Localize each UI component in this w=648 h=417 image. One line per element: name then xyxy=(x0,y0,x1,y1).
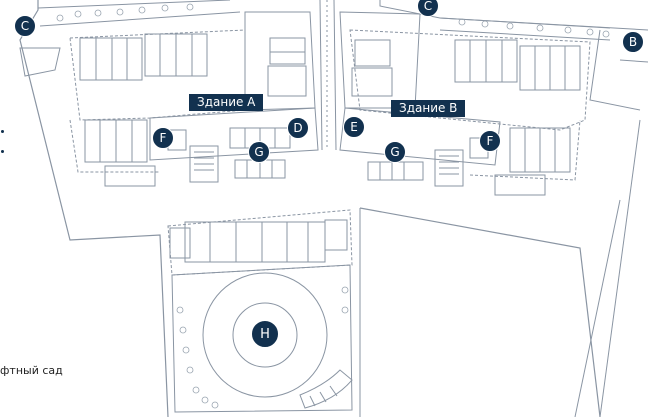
marker-g-right[interactable]: G xyxy=(384,141,406,163)
building-b-label[interactable]: Здание B xyxy=(391,100,466,117)
marker-h[interactable]: H xyxy=(251,320,279,348)
marker-f-left[interactable]: F xyxy=(152,127,174,149)
building-a-label[interactable]: Здание A xyxy=(189,94,264,111)
marker-c-top[interactable]: C xyxy=(417,0,439,17)
side-caption[interactable]: фтный сад xyxy=(0,364,63,377)
marker-c-left[interactable]: C xyxy=(14,15,36,37)
marker-d[interactable]: D xyxy=(287,117,309,139)
left-edge-dot xyxy=(1,130,4,133)
marker-e[interactable]: E xyxy=(343,116,365,138)
marker-b[interactable]: B xyxy=(622,31,644,53)
marker-f-right[interactable]: F xyxy=(479,130,501,152)
marker-g-left[interactable]: G xyxy=(248,141,270,163)
left-edge-dot-2 xyxy=(1,150,4,153)
